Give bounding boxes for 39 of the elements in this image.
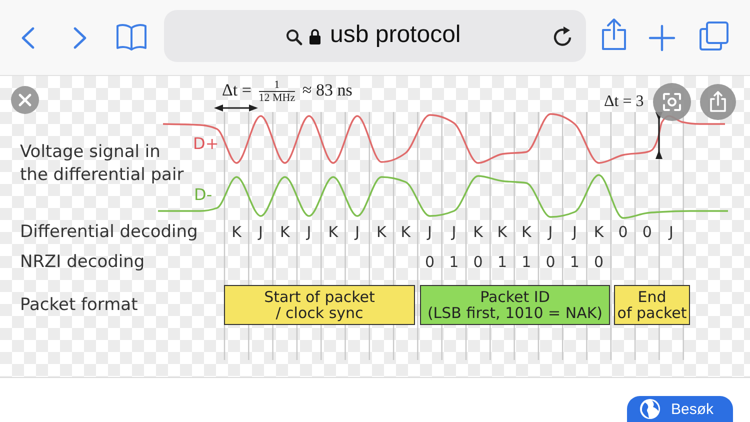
line-state-letter: K	[594, 222, 604, 242]
row-label: Differential decoding	[20, 221, 198, 243]
line-state-letter: 0	[642, 222, 652, 242]
line-state-letter: J	[452, 222, 456, 242]
line-state-letter: K	[521, 222, 532, 242]
line-state-letter: 0	[618, 222, 628, 242]
row-label: Packet format	[20, 294, 138, 316]
line-state-letter: K	[400, 222, 411, 242]
bit-digit: 0	[594, 252, 604, 272]
bit-digit: 1	[449, 252, 459, 272]
signal-label: D+	[193, 133, 219, 155]
line-state-letter: K	[473, 222, 483, 242]
line-state-letter: K	[232, 222, 242, 242]
row-label: Voltage signal in the differential pair	[20, 141, 184, 187]
line-state-letter: J	[355, 222, 360, 242]
time-annotation: Δt = 3	[604, 92, 644, 112]
line-state-letter: J	[306, 222, 312, 242]
line-state-letter: J	[258, 222, 263, 242]
line-state-letter: J	[669, 222, 674, 242]
line-state-letter: K	[328, 222, 338, 242]
visit-button: Besøk	[627, 396, 733, 422]
packet-field-box: Start of packet / clock sync	[224, 285, 415, 325]
line-state-letter: K	[497, 222, 508, 242]
bit-digit: 1	[522, 252, 532, 272]
line-state-letter: J	[428, 222, 432, 242]
packet-field-box: End of packet	[614, 285, 690, 325]
row-label: NRZI decoding	[20, 251, 145, 273]
signal-label: D-	[194, 184, 212, 206]
bit-digit: 0	[473, 252, 483, 272]
packet-field-box: Packet ID (LSB first, 1010 = NAK)	[420, 285, 610, 325]
line-state-letter: J	[572, 222, 577, 242]
bit-digit: 1	[570, 252, 580, 272]
line-state-letter: J	[548, 222, 553, 242]
bit-digit: 1	[497, 252, 507, 272]
line-state-letter: K	[280, 222, 290, 242]
bit-digit: 0	[546, 252, 556, 272]
search-query: usb protocol	[330, 21, 461, 49]
line-state-letter: K	[376, 222, 386, 242]
bit-digit: 0	[425, 252, 435, 272]
